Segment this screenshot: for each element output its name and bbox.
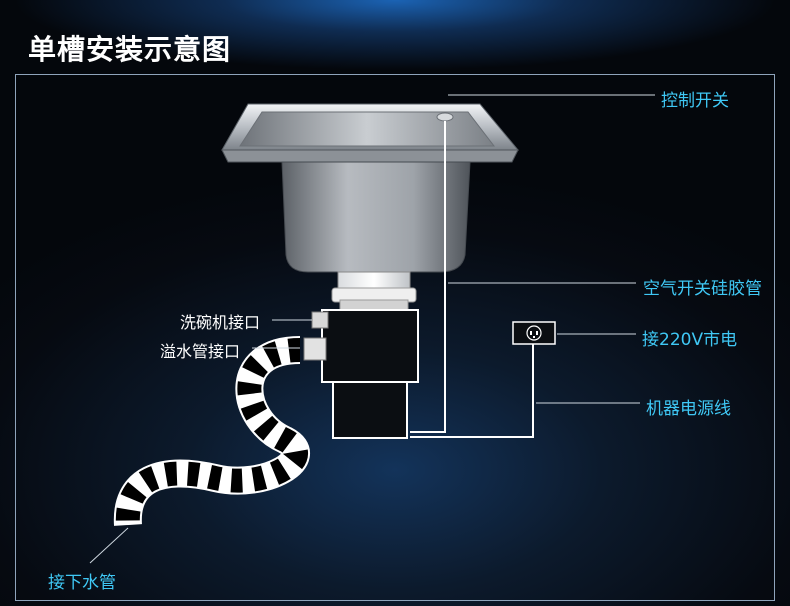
disposer-motor-top: [321, 309, 419, 383]
flange-coupling: [331, 271, 417, 311]
disposer-unit: [303, 309, 419, 439]
control-switch-button: [436, 112, 454, 122]
wall-outlet: [512, 321, 556, 345]
label-mains-power: 接220V市电: [642, 330, 738, 350]
label-dishwasher-port: 洗碗机接口: [180, 313, 261, 332]
sink-rim-front: [221, 149, 519, 163]
disposer-motor-bottom: [332, 381, 408, 439]
header-glow: [0, 0, 790, 75]
label-air-switch-tube: 空气开关硅胶管: [643, 279, 762, 299]
power-cord: [410, 344, 534, 438]
sink-inner-wall: [239, 111, 496, 147]
sink-bowl: [281, 161, 471, 273]
label-overflow-port: 溢水管接口: [160, 342, 241, 361]
label-power-cord: 机器电源线: [646, 399, 731, 419]
air-switch-tube: [410, 121, 446, 433]
leader-lines: [89, 94, 655, 564]
leader-drain-pipe: [89, 527, 129, 564]
page-title: 单槽安装示意图: [28, 33, 232, 66]
diagram-frame: [15, 74, 775, 601]
sink: [221, 103, 520, 273]
label-control-switch: 控制开关: [661, 91, 729, 111]
label-drain-pipe: 接下水管: [48, 573, 116, 593]
drain-hose: [113, 336, 310, 526]
